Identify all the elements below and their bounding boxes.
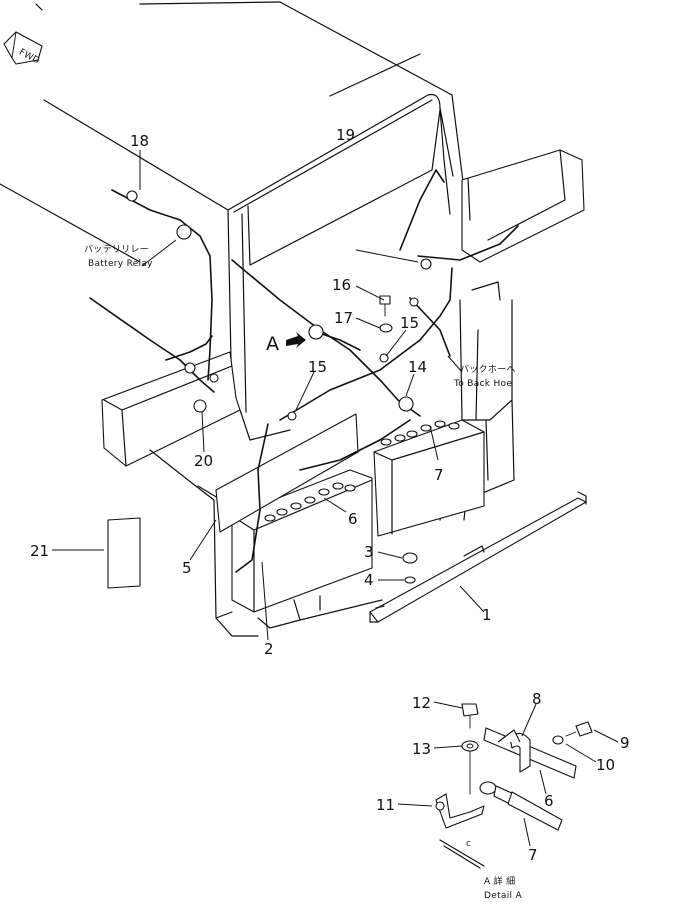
detail-a-label: Detail A <box>484 891 522 901</box>
grommet-14-icon <box>398 396 414 412</box>
callout-4: 4 <box>364 571 374 589</box>
callout-17: 17 <box>334 309 353 327</box>
callout-21: 21 <box>30 542 49 560</box>
callout-3: 3 <box>364 543 374 561</box>
callout-6: 6 <box>348 510 358 528</box>
callout-19: 19 <box>336 126 355 144</box>
callout-1: 1 <box>482 606 492 624</box>
callout-7-detail: 7 <box>528 846 538 864</box>
callout-numbers: 1 2 3 4 5 6 7 19 16 17 15 15 14 18 20 21… <box>30 126 630 864</box>
connector-icon <box>409 297 419 307</box>
bolt-16-icon <box>379 295 391 317</box>
cover-plate <box>107 517 141 589</box>
clamp-8-icon <box>483 727 577 779</box>
to-backhoe-label: To Back Hoe <box>453 379 512 389</box>
callout-2: 2 <box>264 640 274 658</box>
callout-13: 13 <box>412 740 431 758</box>
view-a-arrow-icon <box>286 332 306 348</box>
text-labels: バッテリリレー Battery Relay バックホーへ To Back Hoe… <box>84 244 522 901</box>
bolt-9-icon <box>565 721 593 737</box>
callout-14: 14 <box>408 358 427 376</box>
detail-jp-label: A 詳 細 <box>484 875 515 887</box>
callout-7: 7 <box>434 466 444 484</box>
connector-left-icon <box>184 362 196 374</box>
hold-down-bar <box>369 491 587 623</box>
detail-a <box>435 703 593 869</box>
clamp-18-icon <box>126 190 138 202</box>
frame-body <box>0 1 585 637</box>
callout-8: 8 <box>532 690 542 708</box>
washer-13-icon <box>461 740 479 752</box>
nut-3-icon <box>402 552 418 564</box>
to-backhoe-jp-label: バックホーへ <box>460 364 516 375</box>
clamp-20-icon <box>193 399 207 413</box>
battery-cap-icon <box>264 420 460 522</box>
harness-clamps <box>126 190 432 584</box>
battery-relay-jp-label: バッテリリレー <box>84 244 149 255</box>
callout-9: 9 <box>620 734 630 752</box>
callout-5: 5 <box>182 559 192 577</box>
cable-7-icon <box>479 781 563 831</box>
clamp-19-icon <box>420 258 432 270</box>
view-a-label: A <box>266 333 279 355</box>
battery-relay-label: Battery Relay <box>88 259 153 269</box>
washer-4-icon <box>404 576 416 584</box>
callout-12: 12 <box>412 694 431 712</box>
ref-c-label: c <box>466 839 471 849</box>
fwd-arrow-icon: FWD <box>3 31 43 67</box>
callout-10: 10 <box>596 756 615 774</box>
battery-assembly <box>231 419 485 613</box>
bracket-11-icon <box>435 793 485 829</box>
callout-15-upper: 15 <box>400 314 419 332</box>
bolt-12-icon <box>461 703 479 729</box>
callout-15-lower: 15 <box>308 358 327 376</box>
callout-20: 20 <box>194 452 213 470</box>
wiring-harness <box>89 169 519 573</box>
clip-15b-icon <box>287 411 297 421</box>
washer-17-icon <box>379 323 393 333</box>
callout-18: 18 <box>130 132 149 150</box>
washer-10-icon <box>552 735 564 745</box>
battery-relay-icon <box>176 224 192 240</box>
callout-6-detail: 6 <box>544 792 554 810</box>
callout-16: 16 <box>332 276 351 294</box>
callout-11: 11 <box>376 796 395 814</box>
insulator-sheet <box>215 413 359 533</box>
connector-relay-icon <box>209 373 219 383</box>
leader-lines <box>52 150 619 847</box>
grommet-icon <box>308 324 324 340</box>
